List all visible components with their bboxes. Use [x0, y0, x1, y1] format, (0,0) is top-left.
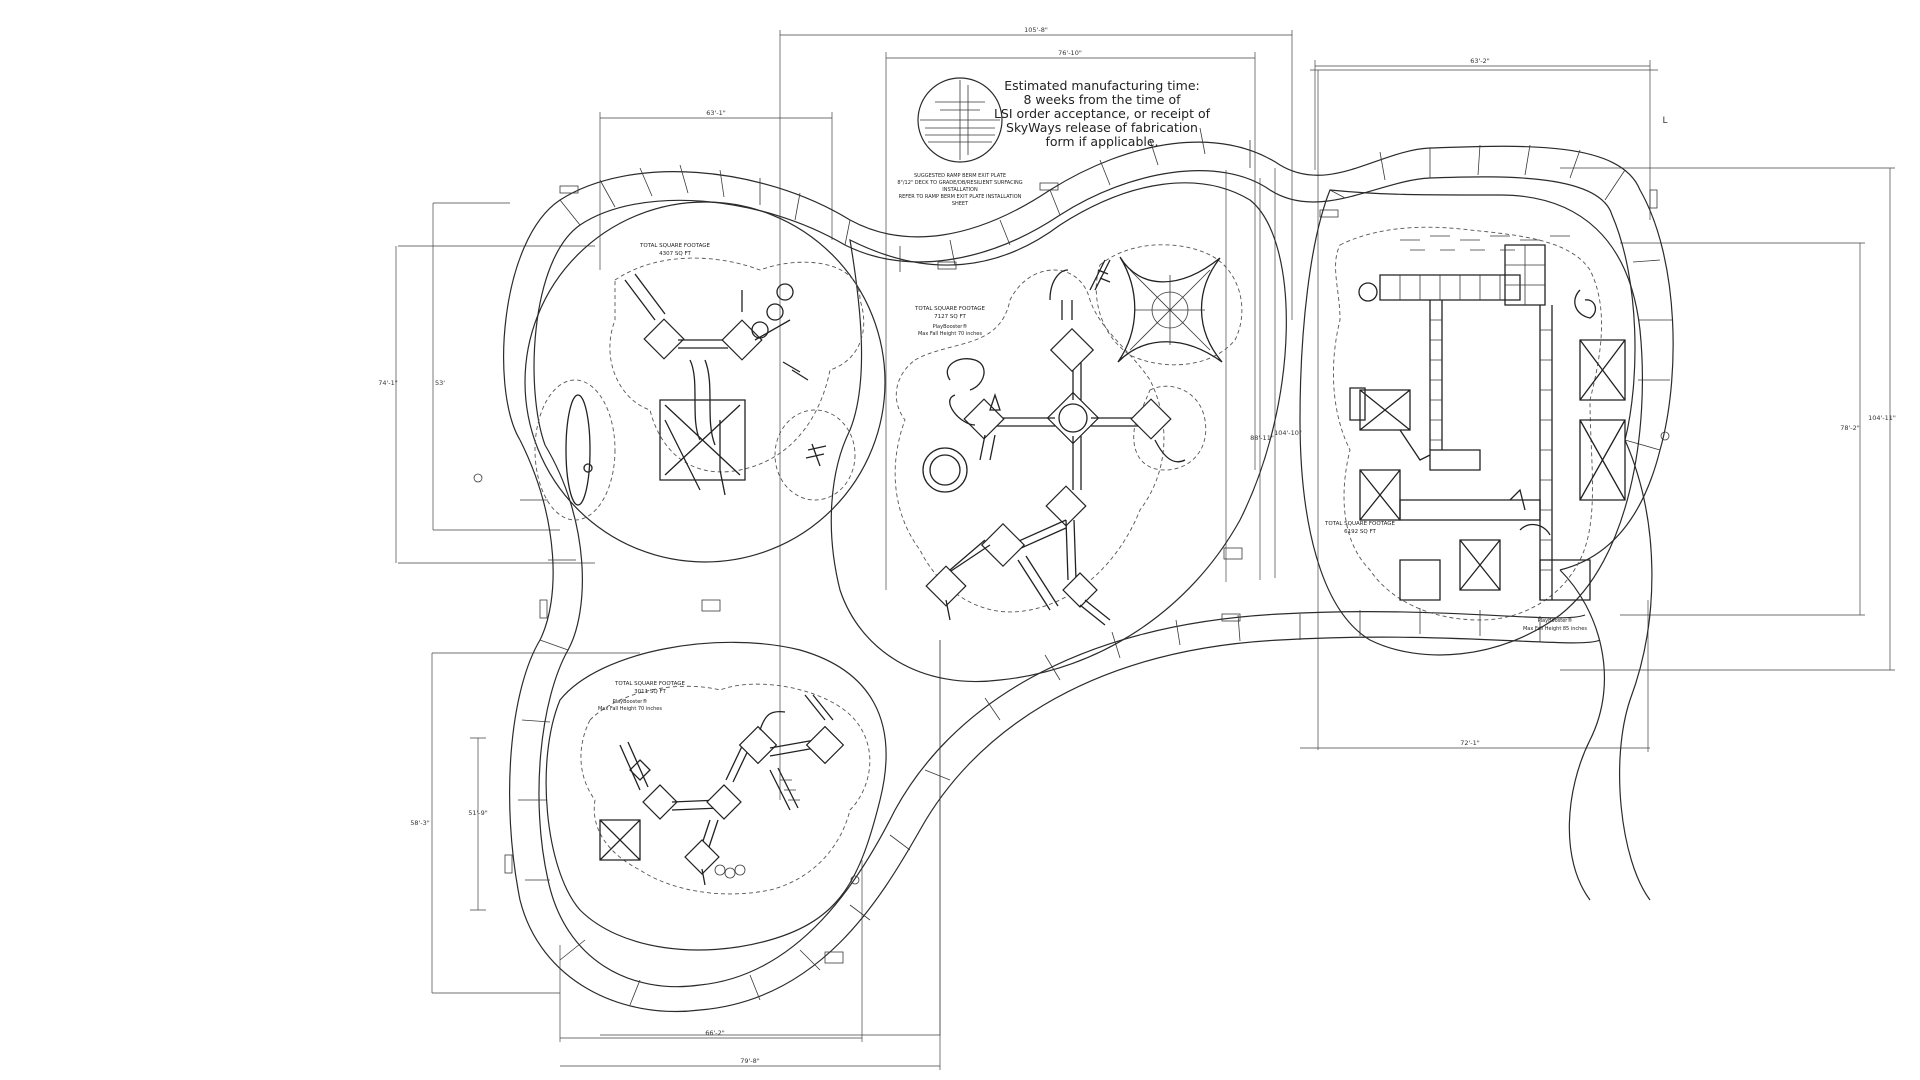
dim-right-outer: 104'-11" [1868, 414, 1896, 422]
dim-top-left: 63'-1" [706, 109, 726, 117]
dim-bl-outer: 58'-3" [410, 819, 430, 827]
dim-top-center: 76'-10" [1058, 49, 1082, 57]
zone-bottom-left-sqft: 3011 SQ FT [634, 689, 666, 695]
dim-bottom-outer: 79'-8" [740, 1057, 760, 1065]
zone-bottom-left-fall-2: Max Fall Height 70 inches [598, 706, 662, 712]
zone-bottom-left-title: TOTAL SQUARE FOOTAGE [614, 681, 686, 687]
zone-top-left-title: TOTAL SQUARE FOOTAGE [639, 243, 711, 249]
use-zones [534, 226, 1602, 895]
dim-right-bottom: 72'-1" [1460, 739, 1480, 747]
dim-top-right: 63'-2" [1470, 57, 1490, 65]
note-line-4: SkyWays release of fabrication [1006, 120, 1198, 135]
ramp-detail [917, 77, 1003, 163]
dim-right-inner: 78'-2" [1840, 424, 1860, 432]
dim-center-far: 104'-10" [1274, 429, 1302, 437]
zone-center-title: TOTAL SQUARE FOOTAGE [914, 306, 986, 312]
zone-top-left-sqft: 4307 SQ FT [659, 251, 691, 257]
detail-line-1: SUGGESTED RAMP BERM EXIT PLATE [914, 173, 1006, 179]
zone-right-fall-2: Max Fall Height 85 inches [1523, 626, 1587, 632]
dimension-labels: 105'-8" 76'-10" 63'-1" 63'-2" 74'-1" 53'… [378, 26, 1896, 1065]
zone-center-fall-2: Max Fall Height 70 inches [918, 331, 982, 337]
dimension-frames [395, 30, 1895, 1070]
dim-bl-inner: 51'-9" [468, 809, 488, 817]
note-line-3: LSI order acceptance, or receipt of [994, 106, 1211, 121]
zone-bottom-left-equipment [599, 694, 845, 886]
manufacturing-note: Estimated manufacturing time: 8 weeks fr… [897, 78, 1210, 207]
note-line-5: form if applicable. [1045, 134, 1158, 149]
dim-left-inner: 53' [435, 379, 445, 387]
zone-labels: TOTAL SQUARE FOOTAGE 4307 SQ FT TOTAL SQ… [598, 243, 1587, 712]
dim-center-right: 88'-11" [1250, 434, 1274, 442]
zone-bottom-left-fall-1: PlayBooster® [613, 698, 648, 705]
zone-right-equipment [1349, 235, 1626, 601]
zone-center-fall-1: PlayBooster® [933, 323, 968, 330]
zone-boundaries [524, 182, 1644, 951]
zone-right-sqft: 6192 SQ FT [1344, 529, 1376, 535]
dim-top-overall: 105'-8" [1024, 26, 1048, 34]
detail-line-5: SHEET [952, 201, 969, 207]
corner-marker: L [1662, 116, 1667, 126]
note-line-2: 8 weeks from the time of [1023, 92, 1181, 107]
dim-left-outer: 74'-1" [378, 379, 398, 387]
zone-right-fall-1: PlayBooster® [1538, 617, 1573, 624]
zone-center-equipment [922, 256, 1223, 626]
dim-bottom-inner: 66'-2" [705, 1029, 725, 1037]
note-line-1: Estimated manufacturing time: [1004, 78, 1199, 93]
walkway-path [473, 127, 1674, 1013]
zone-right-title: TOTAL SQUARE FOOTAGE [1324, 521, 1396, 527]
zone-center-sqft: 7127 SQ FT [934, 314, 966, 320]
detail-line-4: REFER TO RAMP BERM EXIT PLATE INSTALLATI… [899, 194, 1022, 200]
detail-line-2: 8"/12" DECK TO GRADE/DB/RESILIENT SURFAC… [897, 180, 1022, 186]
zone-top-left-equipment [565, 273, 827, 506]
detail-line-3: INSTALLATION [942, 187, 978, 193]
